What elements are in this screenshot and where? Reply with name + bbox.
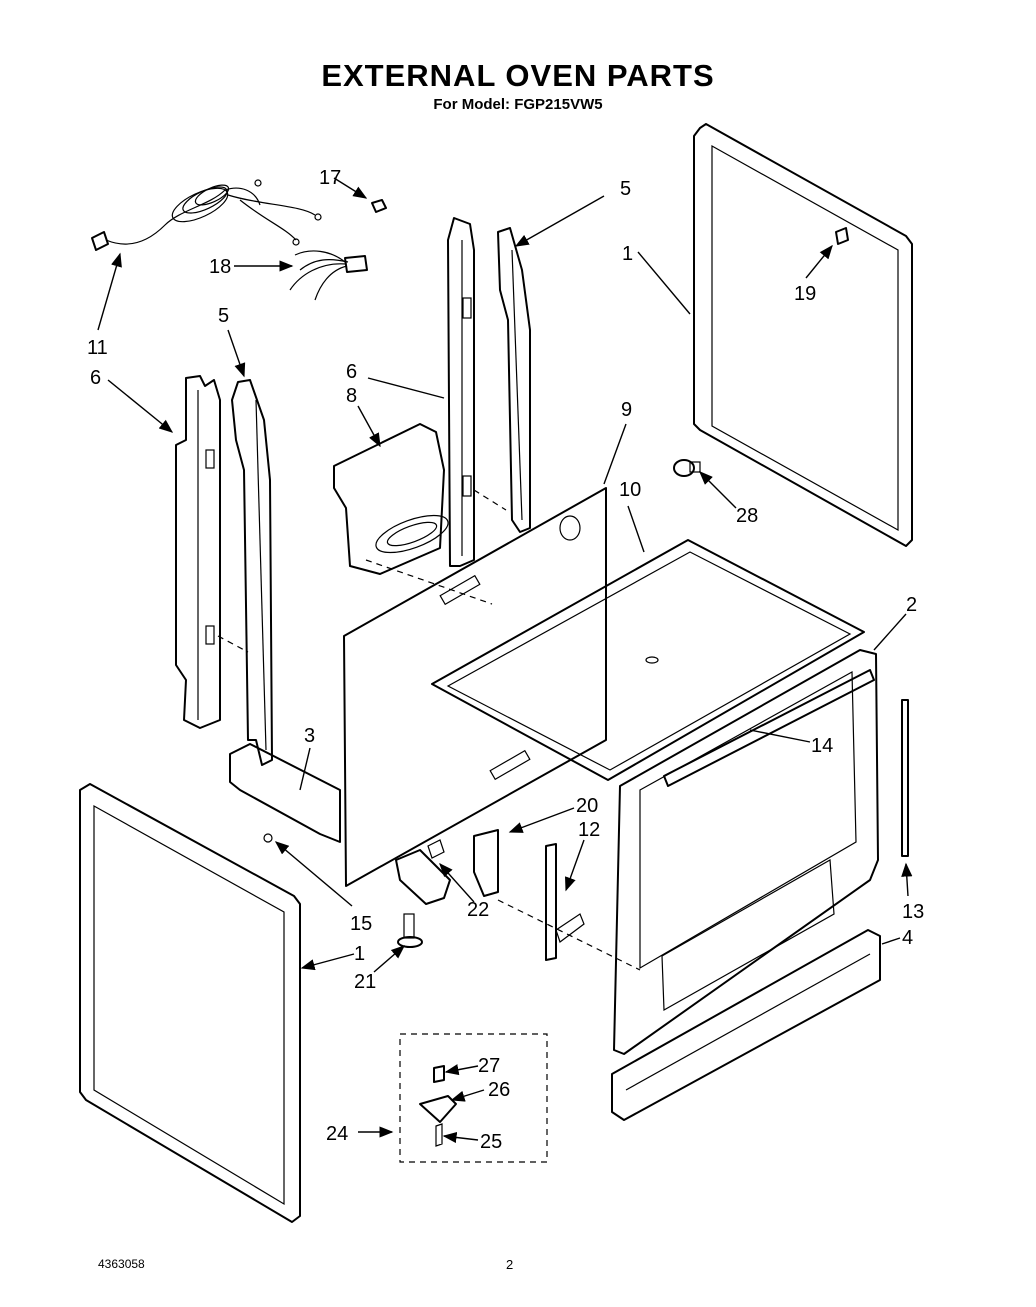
alignment-line-c	[497, 899, 641, 971]
callout-5-right: 5	[620, 178, 631, 200]
callout-18: 18	[209, 256, 231, 278]
callout-22: 22	[467, 899, 489, 921]
page-number: 2	[506, 1257, 514, 1272]
callout-10: 10	[619, 479, 641, 501]
front-frame-part	[613, 649, 879, 1055]
callout-1-left: 1	[354, 943, 365, 965]
leveling-leg-part	[397, 913, 423, 948]
strip-13-part	[901, 699, 909, 857]
side-trim-left-part	[175, 375, 221, 729]
callout-6-left: 6	[90, 367, 101, 389]
callout-21: 21	[354, 971, 376, 993]
leveling-bracket-part	[395, 839, 451, 905]
side-panel-right-part	[693, 123, 913, 547]
alignment-line-a	[365, 559, 493, 605]
screw-15-part	[263, 833, 273, 843]
callout-19: 19	[794, 283, 816, 305]
callout-14: 14	[811, 735, 833, 757]
callout-6-right: 6	[346, 361, 357, 383]
callout-24: 24	[326, 1123, 348, 1145]
callout-17: 17	[319, 167, 341, 189]
wire-harness-part	[289, 250, 368, 301]
knob-28-part	[673, 459, 701, 477]
callout-11: 11	[87, 337, 108, 359]
page-title: EXTERNAL OVEN PARTS	[321, 58, 715, 93]
callout-25: 25	[480, 1131, 502, 1153]
callout-2: 2	[906, 594, 917, 616]
model-subtitle: For Model: FGP215VW5	[433, 96, 603, 113]
side-rail-left-part	[231, 379, 273, 766]
callout-leaders	[97, 177, 913, 1144]
power-cord-part	[91, 179, 322, 251]
alignment-line-b	[217, 635, 249, 653]
bracket-20-part	[473, 829, 499, 897]
callout-3: 3	[304, 725, 315, 747]
kit-24-parts	[419, 1065, 457, 1147]
callout-20: 20	[576, 795, 598, 817]
callout-8: 8	[346, 385, 357, 407]
hinge-12-part	[545, 843, 585, 961]
callout-27: 27	[478, 1055, 500, 1077]
callout-5-left: 5	[218, 305, 229, 327]
clip-17-part	[371, 199, 387, 213]
callout-12: 12	[578, 819, 600, 841]
side-trim-right-part	[447, 217, 475, 567]
strip-14-part	[663, 669, 875, 787]
top-panel-part	[431, 539, 865, 781]
callout-15: 15	[350, 913, 372, 935]
callout-13: 13	[902, 901, 924, 923]
callout-4: 4	[902, 927, 913, 949]
document-number: 4363058	[98, 1257, 145, 1271]
kick-panel-part	[611, 929, 881, 1121]
clip-19-part	[835, 227, 849, 245]
callout-28: 28	[736, 505, 758, 527]
burner-box-part	[333, 423, 449, 575]
side-rail-right-part	[497, 227, 531, 533]
callout-9: 9	[621, 399, 632, 421]
bracket-3-part	[229, 743, 341, 843]
callout-1-right: 1	[622, 243, 633, 265]
side-panel-left-part	[79, 783, 301, 1223]
callout-26: 26	[488, 1079, 510, 1101]
kit-24-box	[399, 1033, 548, 1163]
alignment-line-d	[473, 489, 507, 511]
